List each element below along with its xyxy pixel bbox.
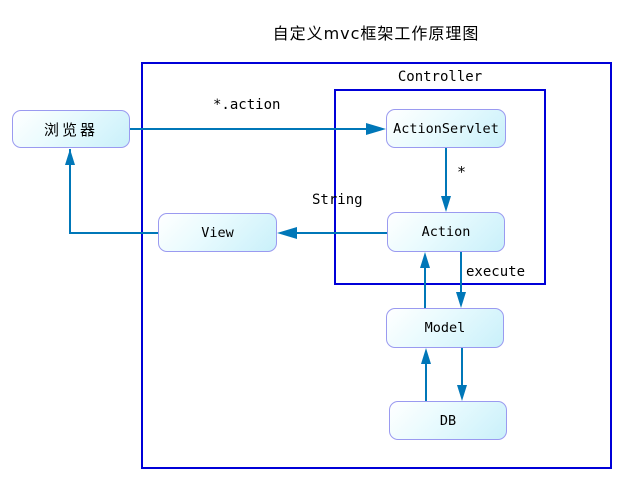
edge-label-string: String [312,192,363,208]
edge-action-to-view-line [296,232,387,234]
outer-container-box [141,62,612,469]
node-action-label: Action [421,224,471,240]
edge-db-to-model-line [425,362,427,401]
node-action-servlet: ActionServlet [386,109,506,148]
node-view: View [158,213,277,252]
node-action-servlet-label: ActionServlet [393,120,499,137]
edge-actionservlet-to-action-line [445,147,447,198]
arrowhead-into-model-bottom-icon [421,348,431,364]
edge-view-to-browser-line-horizontal [70,232,158,234]
node-model-label: Model [424,320,466,336]
node-browser-label: 浏览器 [43,120,98,139]
arrowhead-into-actionservlet-icon [366,123,386,135]
edge-label-execute: execute [466,264,526,280]
controller-label: Controller [397,69,483,85]
edge-browser-to-actionservlet-line [129,128,367,130]
arrowhead-into-db-icon [457,385,467,401]
node-db-label: DB [439,412,457,429]
controller-container-box [334,89,546,285]
arrowhead-into-action-bottom-icon [420,252,430,268]
node-view-label: View [201,224,234,241]
edge-model-to-db-line [461,348,463,387]
edge-label-action-pattern: *.action [213,97,281,113]
diagram-title: 自定义mvc框架工作原理图 [272,24,480,43]
arrowhead-into-model-top-icon [456,292,466,308]
arrowhead-into-action-top-icon [441,196,451,212]
arrowhead-into-view-icon [277,227,297,239]
node-model: Model [386,308,504,348]
node-db: DB [389,401,507,440]
edge-label-star: * [457,163,467,181]
edge-view-to-browser-line-vertical [69,149,71,234]
edge-model-to-action-line [424,266,426,308]
node-browser: 浏览器 [12,110,130,148]
node-action: Action [387,212,505,252]
edge-action-to-model-line [460,252,462,294]
arrowhead-into-browser-icon [65,149,75,165]
